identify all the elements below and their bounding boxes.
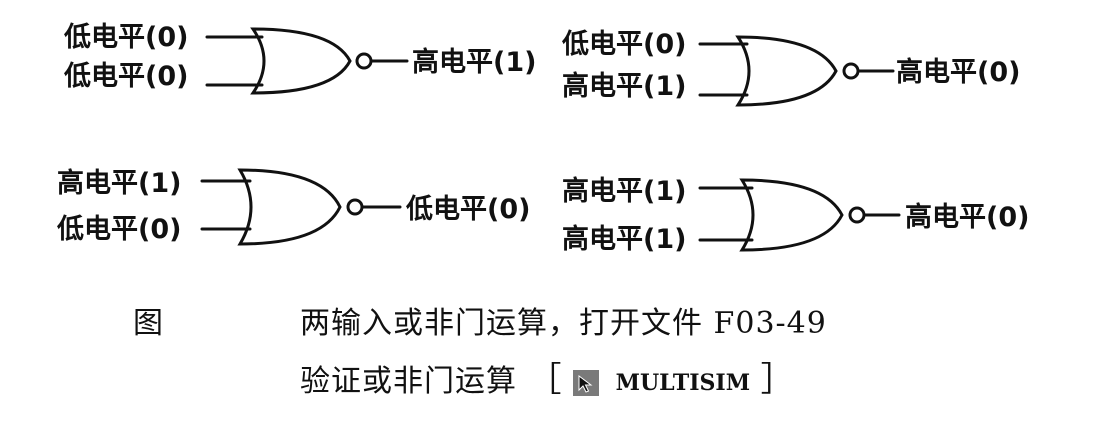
nor-gate-3: 高电平(1) 低电平(0) 低电平(0) <box>56 167 530 246</box>
gate-2-input-a-label: 低电平(0) <box>561 29 686 60</box>
nor-gate-4: 高电平(1) 高电平(1) 高电平(0) <box>562 175 1029 255</box>
nor-gate-1: 低电平(0) 低电平(0) 高电平(1) <box>63 22 536 95</box>
nor-gate-3-bubble <box>346 198 364 216</box>
figure-prefix: 图 <box>133 306 164 341</box>
nor-gate-1-bubble <box>355 52 373 70</box>
caption-line-1: 两输入或非门运算，打开文件 F03-49 <box>300 306 827 341</box>
multisim-brand: MULTISIM <box>615 370 751 396</box>
gate-1-output-label: 高电平(1) <box>412 46 536 78</box>
bracket-close: ］ <box>760 360 796 400</box>
gate-3-input-a-label: 高电平(1) <box>57 167 181 199</box>
caption-line-2-text: 验证或非门运算 <box>300 364 517 399</box>
nor-gate-2-bubble <box>842 62 860 80</box>
nor-gate-4-body <box>739 178 844 252</box>
gate-4-input-a-label: 高电平(1) <box>562 175 686 207</box>
bracket-open: ［ <box>527 360 563 400</box>
gate-4-input-b-label: 高电平(1) <box>562 223 686 255</box>
gate-2-output-label: 高电平(0) <box>896 56 1020 88</box>
gate-2-input-b-label: 高电平(1) <box>562 70 686 102</box>
cursor-arrow-icon <box>573 370 600 396</box>
gate-1-input-b-label: 低电平(0) <box>63 61 188 92</box>
gate-1-input-a-label: 低电平(0) <box>63 22 188 53</box>
gate-3-input-b-label: 低电平(0) <box>56 214 181 245</box>
nor-gate-3-body <box>237 168 342 246</box>
nor-gate-2: 低电平(0) 高电平(1) 高电平(0) <box>561 29 1020 107</box>
caption-line-2: 验证或非门运算 ［ MULTISIM ］ <box>300 352 796 401</box>
gate-3-output-label: 低电平(0) <box>405 194 530 225</box>
nor-gate-2-body <box>735 35 838 107</box>
nor-gates-diagram: 低电平(0) 低电平(0) 高电平(1) 低电平(0) 高电平(1) 高电平(0… <box>56 22 1029 255</box>
nor-gate-4-bubble <box>848 206 866 224</box>
nor-gate-1-body <box>250 27 352 95</box>
gate-4-output-label: 高电平(0) <box>905 201 1029 233</box>
